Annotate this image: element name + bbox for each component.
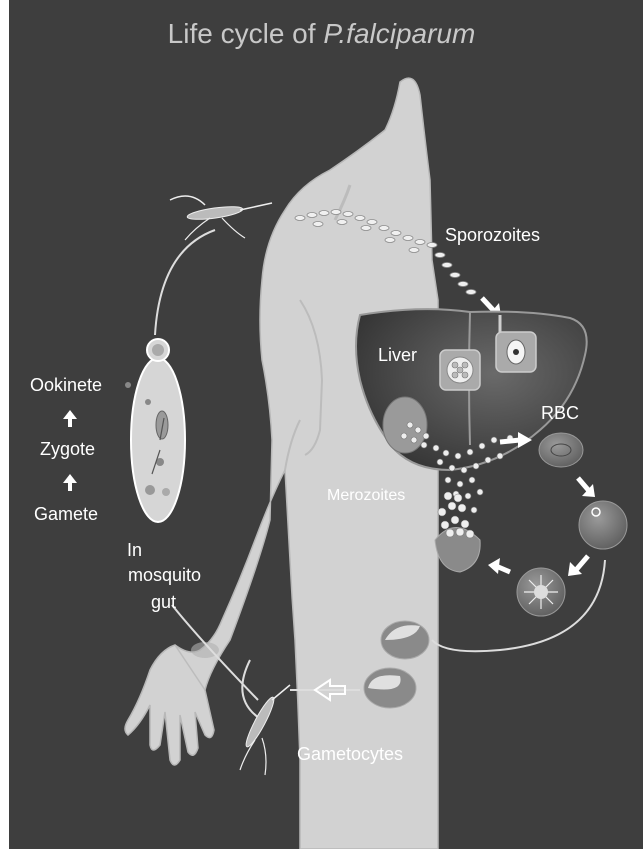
- page-title: Life cycle of P.falciparum: [0, 20, 643, 48]
- gut-to-mosquito-line: [155, 230, 215, 335]
- label-ookinete: Ookinete: [30, 376, 102, 394]
- label-rbc: RBC: [541, 404, 579, 422]
- label-merozoites: Merozoites: [327, 488, 405, 504]
- ring-stage-cell: [579, 501, 627, 549]
- sporozoite-to-liver-arrow: [482, 298, 495, 312]
- mosquito-icon: [170, 196, 272, 240]
- label-gamete: Gamete: [34, 505, 98, 523]
- rbc-cell: [539, 433, 583, 467]
- label-gametocytes: Gametocytes: [297, 745, 403, 763]
- arrow-up-icon: [63, 474, 77, 483]
- title-species: P.falciparum: [323, 18, 475, 49]
- mosquito-icon-lower: [240, 685, 290, 775]
- arrow-up-icon: [63, 410, 77, 419]
- label-in-mosquito-gut-line2: mosquito: [128, 566, 201, 584]
- label-in-mosquito-gut-line1: In: [127, 541, 142, 559]
- title-main: Life cycle of: [168, 18, 324, 49]
- label-sporozoites: Sporozoites: [445, 226, 540, 244]
- label-liver: Liver: [378, 346, 417, 364]
- label-zygote: Zygote: [40, 440, 95, 458]
- label-in-mosquito-gut-line3: gut: [151, 593, 176, 611]
- mosquito-gut-diagram: [125, 339, 185, 522]
- merozoite-to-rbc-arrow: [500, 440, 520, 442]
